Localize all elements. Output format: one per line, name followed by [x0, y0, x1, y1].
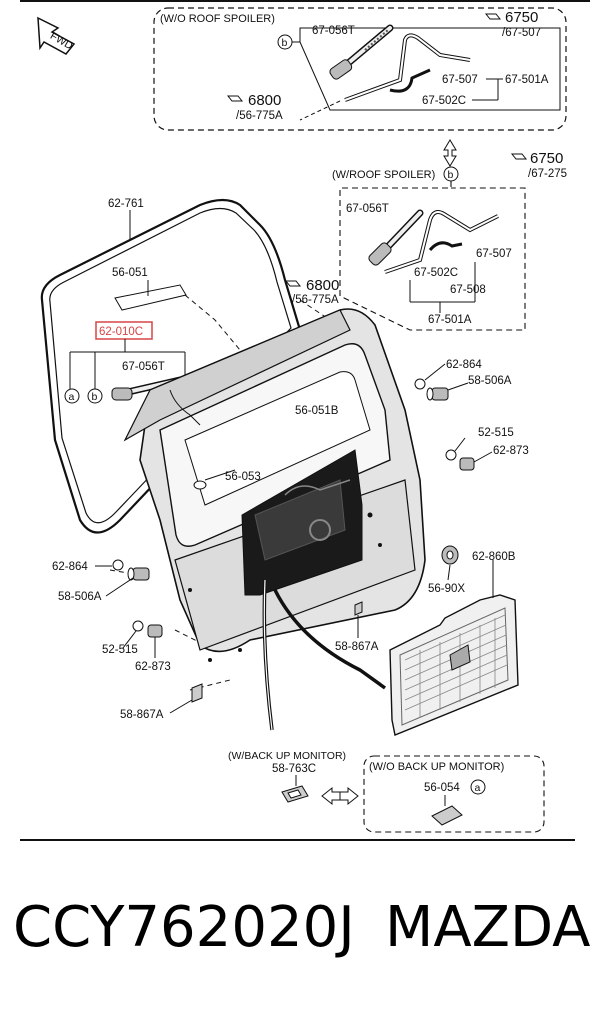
label-56-051: 56-051	[112, 267, 148, 279]
tailgate-panel	[123, 308, 426, 662]
stopper-62-873-left: 62-873	[135, 624, 171, 673]
label-56-054: 56-054	[424, 782, 460, 794]
part-number-caption: CCY762020J MAZDA	[0, 895, 600, 975]
label-67-056t-top: 67-056T	[312, 25, 355, 37]
stopper-58-506a-right: 58-506A	[426, 375, 512, 401]
label-58-867a-left: 58-867A	[120, 709, 164, 721]
label-67-507-mid: 67-507	[476, 248, 512, 260]
wo-roof-spoiler-header: (W/O ROOF SPOILER)	[160, 13, 275, 25]
label-67-056t-mid: 67-056T	[346, 203, 389, 215]
label-56-053: 56-053	[225, 471, 261, 483]
stopper-62-873-right: 62-873	[459, 445, 529, 471]
wire-harness	[262, 579, 387, 731]
svg-text:6800: 6800	[248, 92, 281, 109]
svg-text:/67-275: /67-275	[528, 168, 567, 180]
svg-text:6800: 6800	[306, 277, 339, 294]
fwd-arrow-icon: FWD	[37, 16, 76, 55]
w-roof-spoiler-group: (W/ROOF SPOILER) b 67-056T 67-507 67-502…	[284, 150, 567, 331]
label-67-502c-top: 67-502C	[422, 95, 466, 107]
wo-back-up-monitor-header: (W/O BACK UP MONITOR)	[369, 761, 504, 773]
w-back-up-monitor-header: (W/BACK UP MONITOR)	[228, 750, 346, 762]
back-up-monitor-group: (W/BACK UP MONITOR) 58-763C (W/O BACK UP…	[228, 750, 545, 833]
gas-strut-top	[329, 24, 394, 80]
label-62-864-left: 62-864	[52, 561, 88, 573]
highlight-62-010c: 62-010C	[95, 321, 153, 340]
ref-6800-mid: 6800 /56-775A	[284, 277, 339, 306]
label-62-873-right: 62-873	[493, 445, 529, 457]
bracket-58-867a-right: 58-867A	[335, 601, 379, 653]
svg-text:/56-775A: /56-775A	[236, 110, 283, 122]
svg-text:a: a	[69, 391, 75, 403]
label-67-501a-mid: 67-501A	[428, 314, 472, 326]
svg-text:b: b	[282, 37, 288, 49]
label-52-515-right: 52-515	[478, 427, 514, 439]
label-56-90x: 56-90X	[428, 583, 465, 595]
svg-text:b: b	[448, 169, 454, 181]
label-52-515-left: 52-515	[102, 644, 138, 656]
label-58-506a-right: 58-506A	[468, 375, 512, 387]
brand-name: MAZDA	[385, 895, 591, 960]
label-67-502c-mid: 67-502C	[414, 267, 458, 279]
stopper-58-506a-left: 58-506A	[58, 567, 150, 603]
label-58-506a-left: 58-506A	[58, 591, 102, 603]
svg-text:a: a	[475, 782, 481, 794]
bumper-52-515-right: 52-515	[445, 427, 514, 461]
label-58-867a-right: 58-867A	[335, 641, 379, 653]
label-67-507-top: 67-507	[442, 74, 478, 86]
swap-arrows-icon	[321, 786, 359, 806]
label-62-864-right: 62-864	[446, 359, 482, 371]
bumper-62-864-left: 62-864	[52, 559, 124, 573]
garnish-56-051: 56-051	[112, 267, 187, 311]
bracket-58-867a-left: 58-867A	[120, 683, 203, 721]
ref-6750-top: 6750 /67-507	[484, 9, 541, 39]
ref-6750-mid: 6750 /67-275	[510, 150, 567, 180]
trim-board-62-860b: 62-860B	[389, 551, 519, 736]
svg-text:6750: 6750	[530, 150, 563, 167]
part-code: CCY762020J	[13, 895, 355, 960]
callout-a-left	[64, 388, 80, 404]
label-67-501a-top: 67-501A	[505, 74, 549, 86]
ref-6800-top: 6800 /56-775A	[226, 92, 283, 122]
svg-text:6750: 6750	[505, 9, 538, 26]
svg-text:/56-775A: /56-775A	[292, 294, 339, 306]
double-arrow-icon	[443, 139, 457, 167]
label-56-051b: 56-051B	[295, 405, 339, 417]
weatherstrip-seal: 62-761	[40, 198, 302, 534]
bumper-62-864-right: 62-864	[414, 359, 482, 390]
callout-b-left	[87, 388, 103, 404]
svg-text:/67-507: /67-507	[502, 27, 541, 39]
gas-strut-mid	[368, 209, 424, 266]
label-62-761: 62-761	[108, 198, 144, 210]
label-62-873-left: 62-873	[135, 661, 171, 673]
label-67-508: 67-508	[450, 284, 486, 296]
label-67-056t-left: 67-056T	[122, 361, 165, 373]
label-58-763c: 58-763C	[272, 763, 316, 775]
callout-a-right	[470, 779, 486, 795]
wo-roof-spoiler-group: (W/O ROOF SPOILER) b 67-056T 67-507 67-5…	[153, 7, 567, 131]
grommet-56-90x: 56-90X	[428, 545, 465, 595]
label-62-010c: 62-010C	[99, 326, 143, 338]
svg-text:b: b	[92, 391, 98, 403]
w-roof-spoiler-header: (W/ROOF SPOILER)	[332, 169, 435, 181]
label-62-860b: 62-860B	[472, 551, 516, 563]
bumper-52-515-left: 52-515	[102, 620, 144, 656]
